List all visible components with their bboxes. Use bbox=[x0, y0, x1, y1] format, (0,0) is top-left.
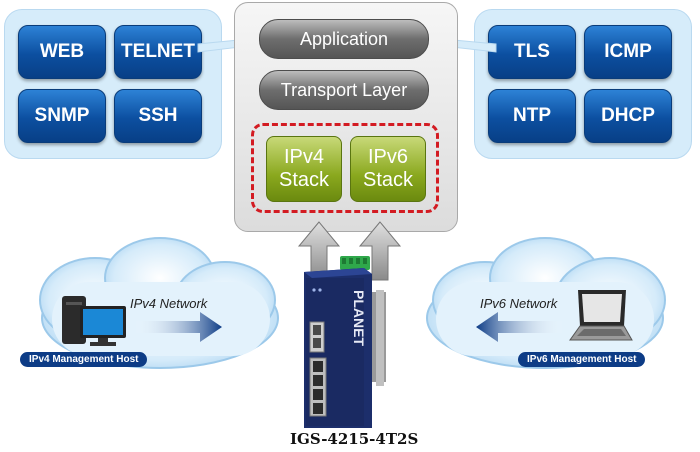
ipv6-host-label: IPv6 Management Host bbox=[518, 352, 646, 367]
protocol-dhcp: DHCP bbox=[584, 89, 672, 143]
application-layer: Application bbox=[259, 19, 429, 59]
switch-brand-text: PLANET bbox=[351, 290, 367, 346]
ipv4-stack-line1: IPv4 bbox=[283, 146, 325, 168]
desktop-pc-icon bbox=[62, 296, 126, 346]
protocol-ssh: SSH bbox=[114, 89, 202, 143]
protocol-ntp: NTP bbox=[488, 89, 576, 143]
protocol-tls: TLS bbox=[488, 25, 576, 79]
protocol-stack-box: Application Transport Layer IPv4 Stack I… bbox=[234, 2, 458, 232]
protocol-snmp: SNMP bbox=[18, 89, 106, 143]
ipv6-stack-line2: Stack bbox=[362, 169, 414, 191]
up-arrow-right bbox=[358, 221, 402, 281]
device-model-label: IGS-4215-4T2S bbox=[290, 430, 419, 448]
ipv4-stack-line2: Stack bbox=[278, 169, 330, 191]
ipv6-network-text: IPv6 Network bbox=[480, 296, 558, 311]
transport-layer: Transport Layer bbox=[259, 70, 429, 110]
ipv4-network-text: IPv4 Network bbox=[130, 296, 208, 311]
industrial-switch: PLANET bbox=[304, 256, 386, 428]
ipv4-stack: IPv4 Stack bbox=[266, 136, 342, 202]
ip-stack-dashed-frame: IPv4 Stack IPv6 Stack bbox=[251, 123, 439, 213]
laptop-icon bbox=[569, 290, 633, 341]
protocol-web: WEB bbox=[18, 25, 106, 79]
ipv6-stack-line1: IPv6 bbox=[367, 146, 409, 168]
ipv4-host-label: IPv4 Management Host bbox=[20, 352, 148, 367]
protocol-icmp: ICMP bbox=[584, 25, 672, 79]
ipv6-stack: IPv6 Stack bbox=[350, 136, 426, 202]
